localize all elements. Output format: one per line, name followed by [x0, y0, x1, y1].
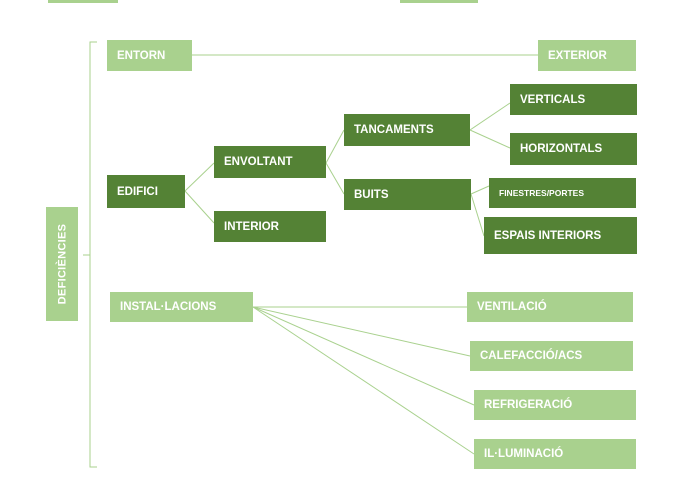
- link-edifici-envoltant: [184, 162, 215, 192]
- node-espais-interiors: ESPAIS INTERIORS: [484, 217, 637, 254]
- top-stub-right: [400, 0, 478, 3]
- node-tancaments: TANCAMENTS: [344, 114, 470, 146]
- node-envoltant: ENVOLTANT: [214, 146, 326, 178]
- node-refrigeracio: REFRIGERACIÓ: [474, 390, 636, 420]
- node-ventilacio: VENTILACIÓ: [467, 292, 633, 322]
- link-inst-refrigeracio: [252, 306, 475, 406]
- link-tancaments-verticals: [469, 102, 511, 131]
- link-inst-illuminacio: [252, 306, 475, 455]
- link-envoltant-tancaments: [325, 129, 345, 164]
- node-edifici: EDIFICI: [107, 175, 185, 208]
- root-bracket: [89, 41, 97, 468]
- link-inst-calefaccio: [252, 306, 471, 357]
- link-envoltant-buits: [325, 162, 345, 195]
- node-horizontals: HORIZONTALS: [510, 133, 637, 165]
- node-illuminacio: IL·LUMINACIÓ: [474, 439, 636, 469]
- node-interior: INTERIOR: [214, 211, 326, 242]
- top-stub-left: [48, 0, 118, 3]
- node-calefaccio-acs: CALEFACCIÓ/ACS: [470, 341, 633, 371]
- node-buits: BUITS: [344, 179, 471, 210]
- node-verticals: VERTICALS: [510, 84, 637, 115]
- node-installacions: INSTAL·LACIONS: [110, 292, 253, 322]
- link-buits-finestres: [470, 185, 490, 195]
- node-exterior: EXTERIOR: [538, 40, 636, 71]
- root-node-deficiencies: DEFICIÈNCIES: [46, 207, 78, 321]
- link-tancaments-horizontals: [469, 129, 511, 149]
- node-entorn: ENTORN: [107, 40, 192, 71]
- root-label: DEFICIÈNCIES: [56, 223, 68, 305]
- link-edifici-interior: [184, 190, 215, 224]
- link-buits-espais: [470, 193, 485, 237]
- node-finestres-portes: FINESTRES/PORTES: [489, 178, 636, 208]
